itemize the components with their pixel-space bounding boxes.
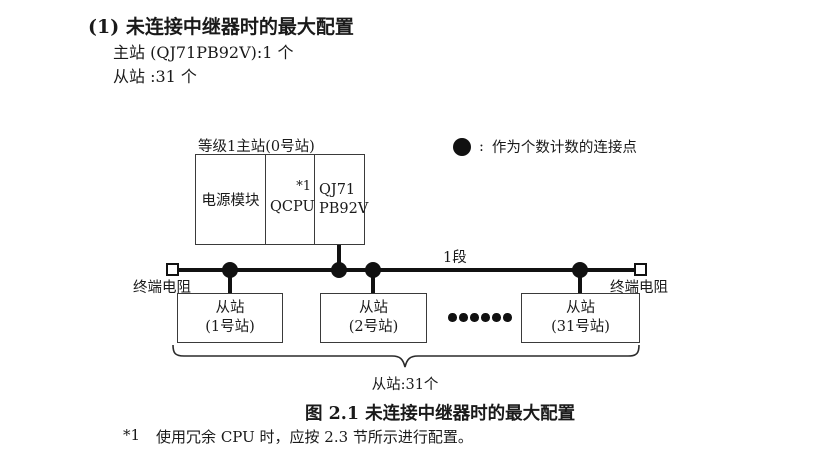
legend-colon: :: [479, 138, 484, 155]
section-title: (1) 未连接中继器时的最大配置: [88, 16, 354, 38]
power-module-cell: 电源模块: [196, 155, 266, 244]
slave1-drop-line: [228, 270, 232, 294]
slave-station-number: (1号站): [205, 319, 255, 335]
slave-station-number: (2号站): [348, 319, 399, 335]
footnote: *1 使用冗余 CPU 时，应按 2.3 节所示进行配置。: [123, 426, 473, 447]
slave-total-label: 从站:31个: [371, 377, 439, 393]
connection-point-dot: [365, 262, 381, 278]
slave31-drop-line: [578, 270, 582, 294]
segment-label: 1段: [443, 250, 467, 266]
legend-text: 作为个数计数的连接点: [491, 140, 637, 156]
bus-segment-line: [179, 268, 635, 272]
slave2-drop-line: [371, 270, 375, 294]
slave-count-line: 从站 :31 个: [113, 67, 197, 86]
connection-point-dot: [331, 262, 347, 278]
terminating-resistor-right: [634, 263, 647, 276]
footnote-text: 使用冗余 CPU 时，应按 2.3 节所示进行配置。: [156, 428, 473, 446]
cpu-footnote-ref: *1: [296, 179, 311, 194]
connection-point-dot: [572, 262, 588, 278]
figure-caption: 图 2.1 未连接中继器时的最大配置: [305, 404, 576, 424]
master-count-line: 主站 (QJ71PB92V):1 个: [113, 43, 294, 62]
master-drop-line: [337, 245, 341, 270]
slave-station-number: (31号站): [551, 319, 610, 335]
network-module-cell: QJ71 PB92V: [315, 155, 369, 244]
terminating-resistor-left: [166, 263, 179, 276]
cpu-cell: *1 QCPU: [266, 155, 315, 244]
slave-name: 从站: [215, 300, 245, 317]
master-station-label: 等级1主站(0号站): [198, 139, 315, 155]
ellipsis-dots: [448, 313, 512, 322]
master-station-box: 电源模块 *1 QCPU QJ71 PB92V: [195, 154, 369, 245]
legend: : 作为个数计数的连接点: [453, 136, 637, 157]
footnote-ref: *1: [123, 426, 141, 444]
network-module-line1: QJ71: [319, 181, 356, 198]
slave-name: 从站: [359, 300, 388, 317]
cpu-label: QCPU: [270, 198, 315, 215]
terminating-resistor-left-label: 终端电阻: [133, 280, 191, 296]
connection-point-icon: [453, 137, 471, 156]
brace-under-slaves: [172, 344, 640, 368]
slave-station-2-box: 从站 (2号站): [320, 293, 427, 343]
network-module-line2: PB92V: [319, 200, 369, 217]
slave-name: 从站: [566, 300, 595, 317]
terminating-resistor-right-label: 终端电阻: [610, 280, 668, 296]
slave-station-31-box: 从站 (31号站): [521, 293, 640, 343]
connection-point-dot: [222, 262, 238, 278]
slave-station-1-box: 从站 (1号站): [177, 293, 283, 343]
